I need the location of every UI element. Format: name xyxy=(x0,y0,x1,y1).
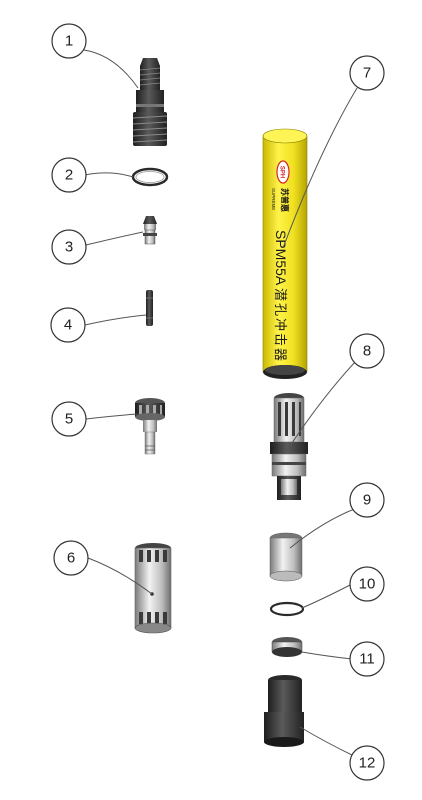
part-8-inner-cylinder xyxy=(270,393,308,500)
callout-8: 8 xyxy=(349,333,385,369)
leader-9 xyxy=(289,507,358,549)
callout-2: 2 xyxy=(51,157,87,193)
callout-10: 10 xyxy=(349,566,385,602)
leader-1 xyxy=(83,49,139,89)
callout-6-label: 6 xyxy=(67,550,75,567)
callout-11-label: 11 xyxy=(359,651,375,668)
callout-7-label: 7 xyxy=(363,65,371,82)
part-4-pin xyxy=(146,290,153,326)
tube-logo: SPH xyxy=(276,160,290,184)
part-3-check-valve xyxy=(143,216,157,245)
callout-2-label: 2 xyxy=(65,167,73,184)
part-7-outer-cylinder: SPH 苏普惠 SUPREME SPM55A 潜孔冲击器 xyxy=(262,128,308,379)
part-2-o-ring xyxy=(131,167,169,187)
leader-3 xyxy=(85,231,144,246)
part-9-guide-sleeve xyxy=(269,532,303,582)
callout-4-label: 4 xyxy=(64,317,72,334)
part-1-top-sub xyxy=(132,58,168,146)
callout-5: 5 xyxy=(51,401,87,437)
callout-labels: 1 2 3 4 5 6 7 8 9 10 11 12 xyxy=(50,23,385,781)
callout-8-label: 8 xyxy=(363,343,371,360)
tube-brand-en: SUPREME xyxy=(271,188,276,210)
part-11-stop-ring xyxy=(271,637,303,657)
leader-12 xyxy=(299,726,355,757)
callout-12: 12 xyxy=(349,745,385,781)
callout-12-label: 12 xyxy=(359,755,376,772)
callout-4: 4 xyxy=(50,307,86,343)
tube-product-cn: 潜孔冲击器 xyxy=(273,288,288,363)
part-6-piston xyxy=(134,543,172,634)
tube-brand-cn: 苏普惠 xyxy=(280,188,290,212)
callout-9: 9 xyxy=(349,482,385,518)
callout-6: 6 xyxy=(53,540,89,576)
leader-10 xyxy=(301,583,353,609)
part-10-o-ring xyxy=(269,601,305,617)
callout-1-label: 1 xyxy=(65,33,73,50)
leader-7 xyxy=(282,87,358,249)
leader-lines xyxy=(83,49,358,757)
callout-3-label: 3 xyxy=(65,239,73,256)
leader-2 xyxy=(84,172,134,178)
callout-3: 3 xyxy=(51,229,87,265)
callout-1: 1 xyxy=(51,23,87,59)
leader-11 xyxy=(301,651,353,660)
callout-5-label: 5 xyxy=(65,411,73,428)
leader-4 xyxy=(84,314,147,326)
callout-11: 11 xyxy=(349,641,385,677)
part-12-drive-sub xyxy=(264,675,304,747)
leader-5 xyxy=(85,413,138,420)
part-5-air-distributor xyxy=(135,398,165,455)
callout-9-label: 9 xyxy=(363,492,371,509)
tube-logo-text: SPH xyxy=(279,166,285,178)
callout-7: 7 xyxy=(349,55,385,91)
leader-8 xyxy=(285,361,356,453)
callout-10-label: 10 xyxy=(359,576,376,593)
leader-6 xyxy=(87,557,153,595)
